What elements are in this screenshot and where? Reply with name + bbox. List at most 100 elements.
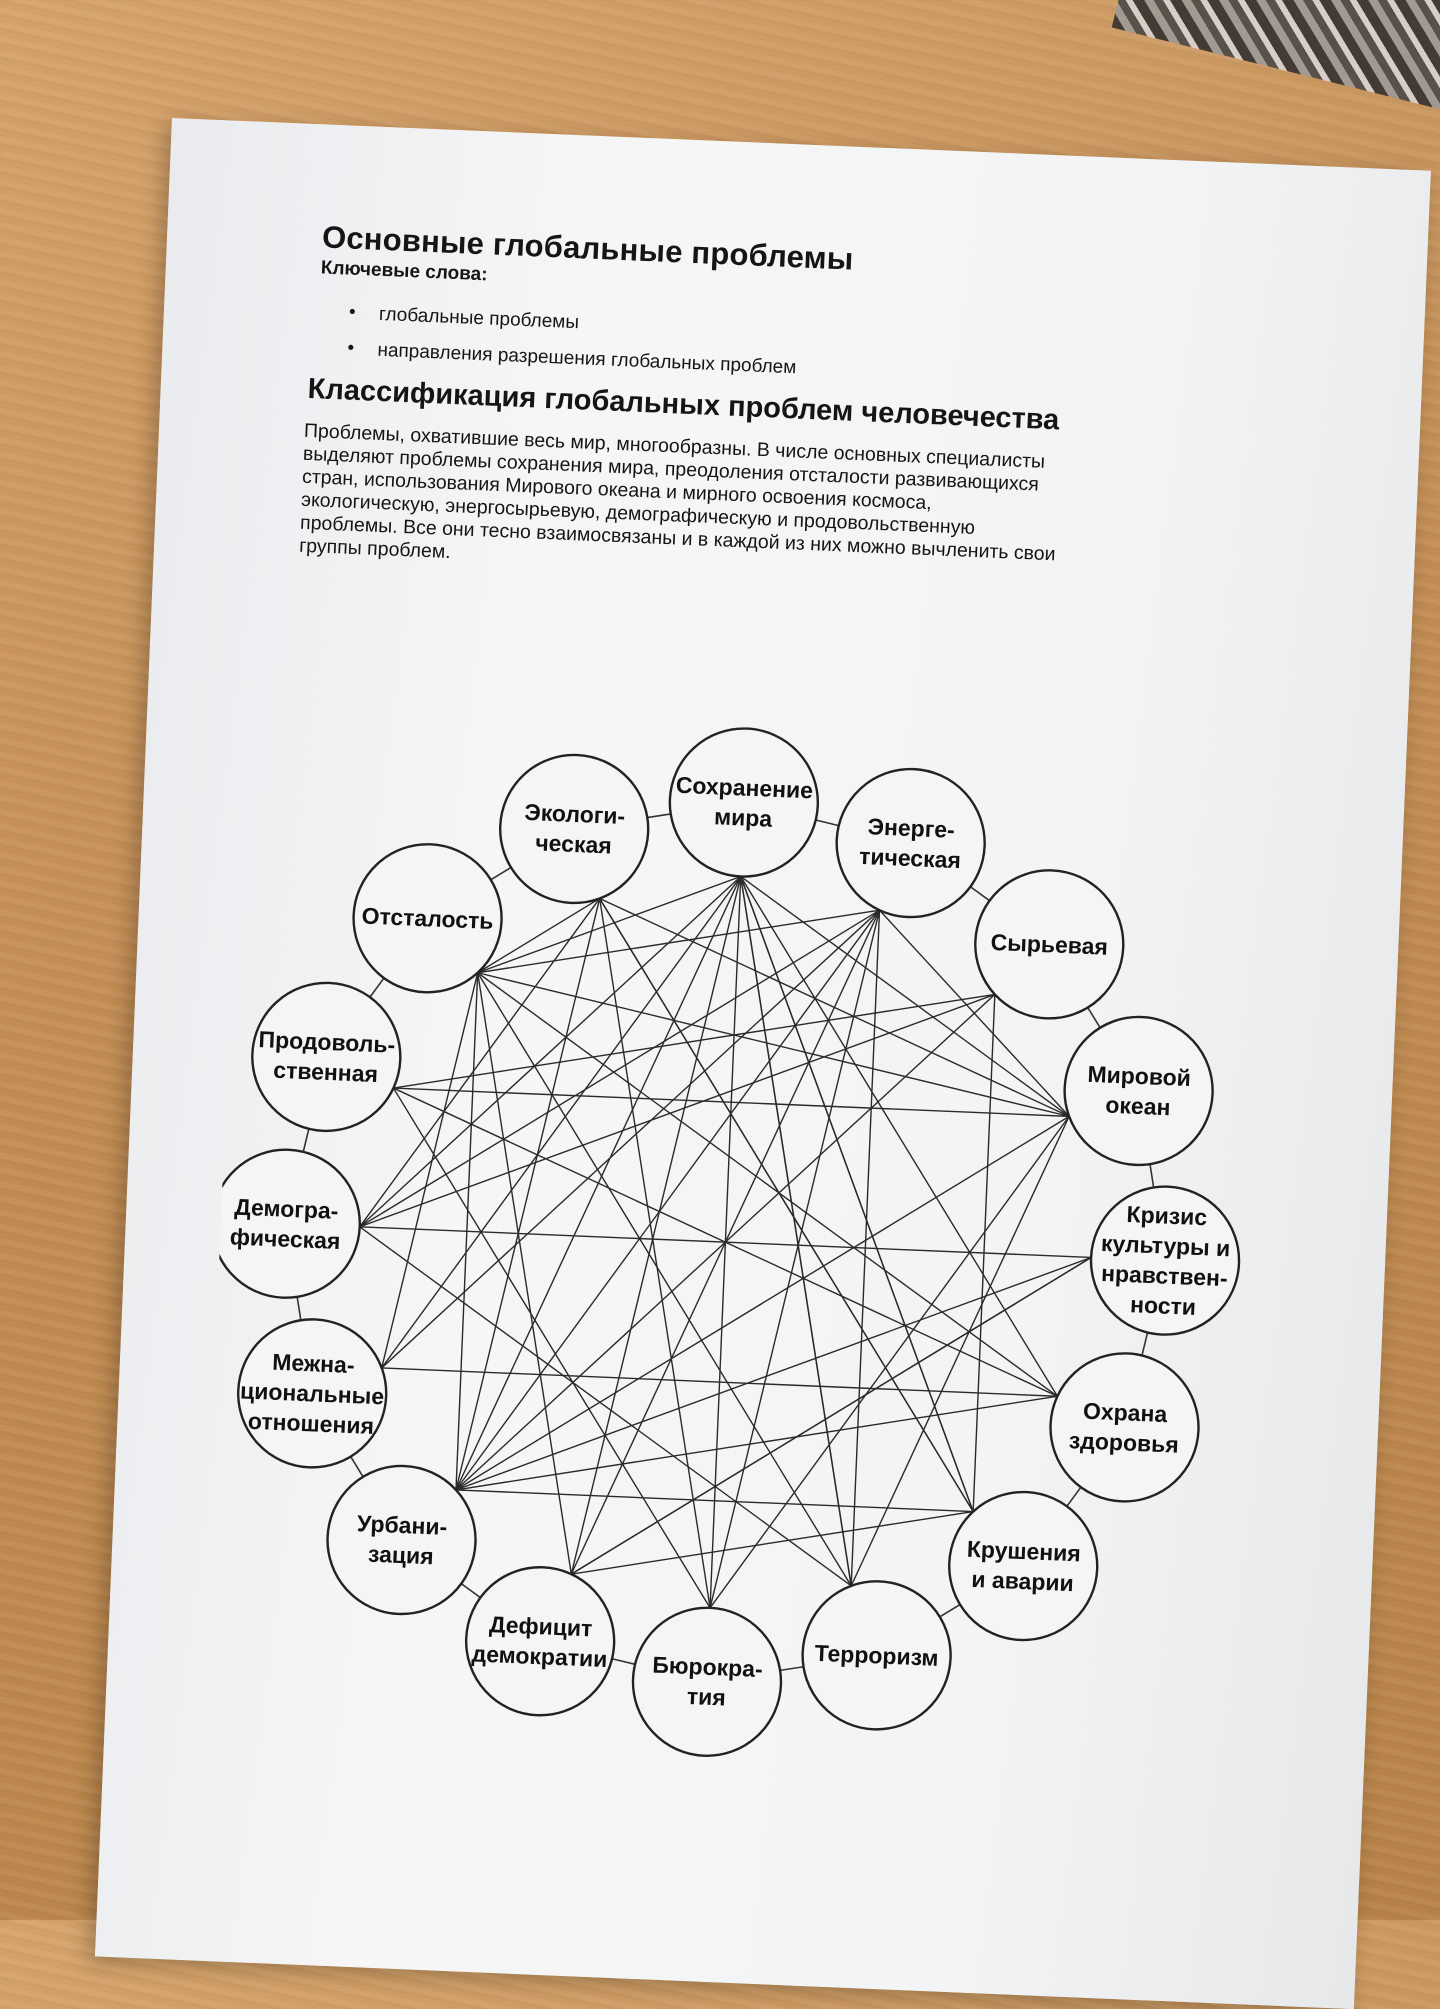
node-circle <box>251 981 402 1133</box>
node-label: ственная <box>273 1057 379 1087</box>
ring-connector <box>1149 1163 1155 1188</box>
connection-line <box>393 1087 1070 1118</box>
node-label: Охрана <box>1083 1398 1168 1428</box>
problem-node-urb: Урбани-зация <box>326 1464 477 1616</box>
connection-line <box>709 910 881 1609</box>
connection-line <box>477 972 1070 1118</box>
ring-connector <box>1066 1486 1082 1507</box>
node-label: отношения <box>247 1408 374 1439</box>
node-label: Бюрокра- <box>652 1651 763 1682</box>
node-circle <box>668 727 820 878</box>
connection-line <box>477 972 852 1587</box>
connection-line <box>455 909 881 1491</box>
node-label: и аварии <box>971 1566 1074 1596</box>
node-label: здоровья <box>1068 1427 1179 1458</box>
node-label: ческая <box>535 829 612 858</box>
ring-connector <box>1141 1332 1149 1356</box>
document-content: Основные глобальные проблемы Ключевые сл… <box>299 219 1332 600</box>
problem-node-ekol: Экологи-ческая <box>499 753 650 905</box>
node-label: Урбани- <box>357 1510 448 1540</box>
node-label: Дефицит <box>489 1611 593 1641</box>
problem-node-terr: Терроризм <box>801 1580 952 1731</box>
ring-connectors <box>296 813 1155 1672</box>
problem-node-otst: Отсталость <box>352 843 503 994</box>
connection-line <box>477 972 1058 1397</box>
node-circle <box>352 843 503 994</box>
connection-line <box>381 909 880 1369</box>
connection-line <box>571 1510 974 1575</box>
node-circle <box>464 1566 616 1717</box>
ring-connector <box>302 1128 310 1153</box>
intro-paragraph: Проблемы, охватившие весь мир, многообра… <box>299 420 1279 599</box>
node-label: Сохранение <box>675 772 813 804</box>
node-label: циональные <box>240 1377 385 1409</box>
connection-line <box>359 898 601 1228</box>
ring-connector <box>460 1582 481 1599</box>
node-label: Сырьевая <box>990 929 1108 960</box>
node-circle <box>237 1318 388 1469</box>
ring-connector <box>647 813 671 819</box>
problem-node-energ: Энерге-тическая <box>835 767 986 919</box>
node-label: фическая <box>229 1223 341 1254</box>
connection-line <box>455 1395 1058 1491</box>
node-circle <box>1089 1185 1241 1336</box>
node-circle <box>801 1580 952 1731</box>
node-label: Демогра- <box>234 1194 339 1224</box>
node-label: Межна- <box>272 1349 355 1378</box>
connection-line <box>381 972 479 1369</box>
connection-line <box>972 994 996 1512</box>
problem-node-syr: Сырьевая <box>974 869 1125 1020</box>
connection-line <box>740 875 1070 1117</box>
connection-line <box>455 1115 1070 1491</box>
connection-line <box>599 898 974 1512</box>
node-circle <box>974 869 1125 1020</box>
connection-line <box>477 875 741 974</box>
node-circle <box>499 753 650 905</box>
node-label: Продоволь- <box>258 1026 396 1058</box>
node-label: ности <box>1130 1291 1197 1320</box>
connection-line <box>740 876 852 1586</box>
node-label: нравствен- <box>1101 1260 1229 1291</box>
node-label: Экологи- <box>524 799 626 829</box>
node-label: Кризис <box>1126 1201 1208 1230</box>
node-label: зация <box>368 1541 435 1570</box>
node-label: Отсталость <box>361 903 494 935</box>
ring-connector <box>939 1603 961 1618</box>
node-circle <box>326 1464 477 1616</box>
node-label: тия <box>686 1683 726 1711</box>
ring-connector <box>490 866 512 881</box>
connection-line <box>570 876 742 1575</box>
node-label: демократии <box>471 1640 608 1672</box>
node-circle <box>1063 1015 1214 1167</box>
connection-line <box>598 898 711 1608</box>
connection-line <box>709 1115 1070 1609</box>
node-label: Крушения <box>966 1536 1081 1567</box>
connection-line <box>740 876 974 1512</box>
problem-node-prod: Продоволь-ственная <box>251 981 402 1133</box>
node-label: Мировой <box>1087 1061 1191 1091</box>
connection-line <box>381 1367 1058 1397</box>
connection-line <box>570 1256 1092 1575</box>
ring-connector <box>369 977 385 998</box>
node-label: океан <box>1105 1092 1171 1121</box>
connection-lines <box>359 875 1092 1609</box>
ring-connector <box>779 1665 804 1672</box>
problem-node-byur: Бюрокра-тия <box>631 1606 783 1757</box>
connection-line <box>359 993 996 1228</box>
node-label: Энерге- <box>867 813 955 843</box>
connection-line <box>393 993 995 1089</box>
node-label: культуры и <box>1101 1230 1231 1261</box>
node-circle <box>948 1490 1099 1642</box>
connection-line <box>477 909 880 974</box>
node-label: Терроризм <box>814 1640 939 1671</box>
ring-connector <box>296 1296 302 1321</box>
connection-line <box>477 897 600 974</box>
